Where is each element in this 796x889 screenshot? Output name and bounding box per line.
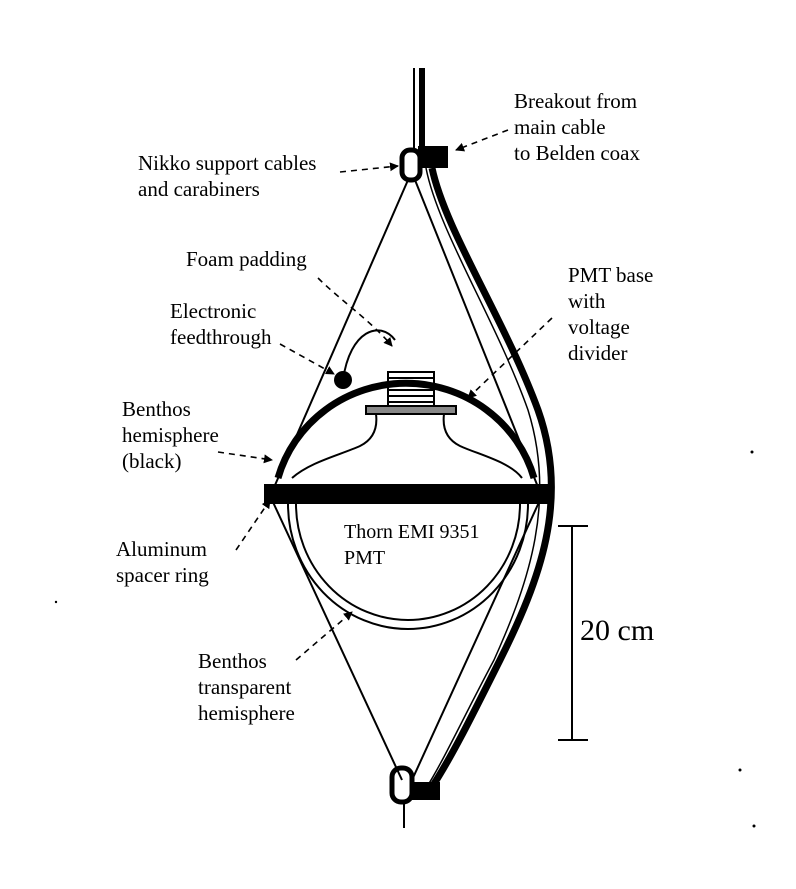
label-benthos-transparent: Benthos transparent hemisphere: [198, 649, 297, 725]
main-cable: [413, 68, 425, 150]
pmt-tube: [291, 413, 523, 479]
label-benthos-black: Benthos hemisphere (black): [122, 397, 224, 473]
label-breakout: Breakout from main cable to Belden coax: [514, 89, 642, 165]
label-aluminum: Aluminum spacer ring: [116, 537, 212, 587]
pmt-base-stack: [365, 371, 457, 415]
label-feedthrough: Electronic feedthrough: [170, 299, 272, 349]
belden-coax-cable: [427, 167, 555, 792]
label-pmt-name: Thorn EMI 9351 PMT: [344, 521, 485, 569]
label-nikko: Nikko support cables and carabiners: [138, 151, 322, 201]
label-scale: 20 cm: [580, 614, 654, 647]
aluminum-spacer-ring: [264, 484, 554, 504]
scale-bar: [558, 525, 588, 741]
top-carabiner: [399, 146, 448, 183]
label-foam: Foam padding: [186, 247, 307, 271]
scan-specks: [54, 450, 756, 828]
label-pmt-base: PMT base with voltage divider: [568, 263, 659, 365]
support-cables: [271, 179, 541, 781]
transparent-hemisphere: [287, 503, 529, 630]
bottom-carabiner: [389, 765, 440, 828]
leader-lines: [217, 129, 553, 661]
